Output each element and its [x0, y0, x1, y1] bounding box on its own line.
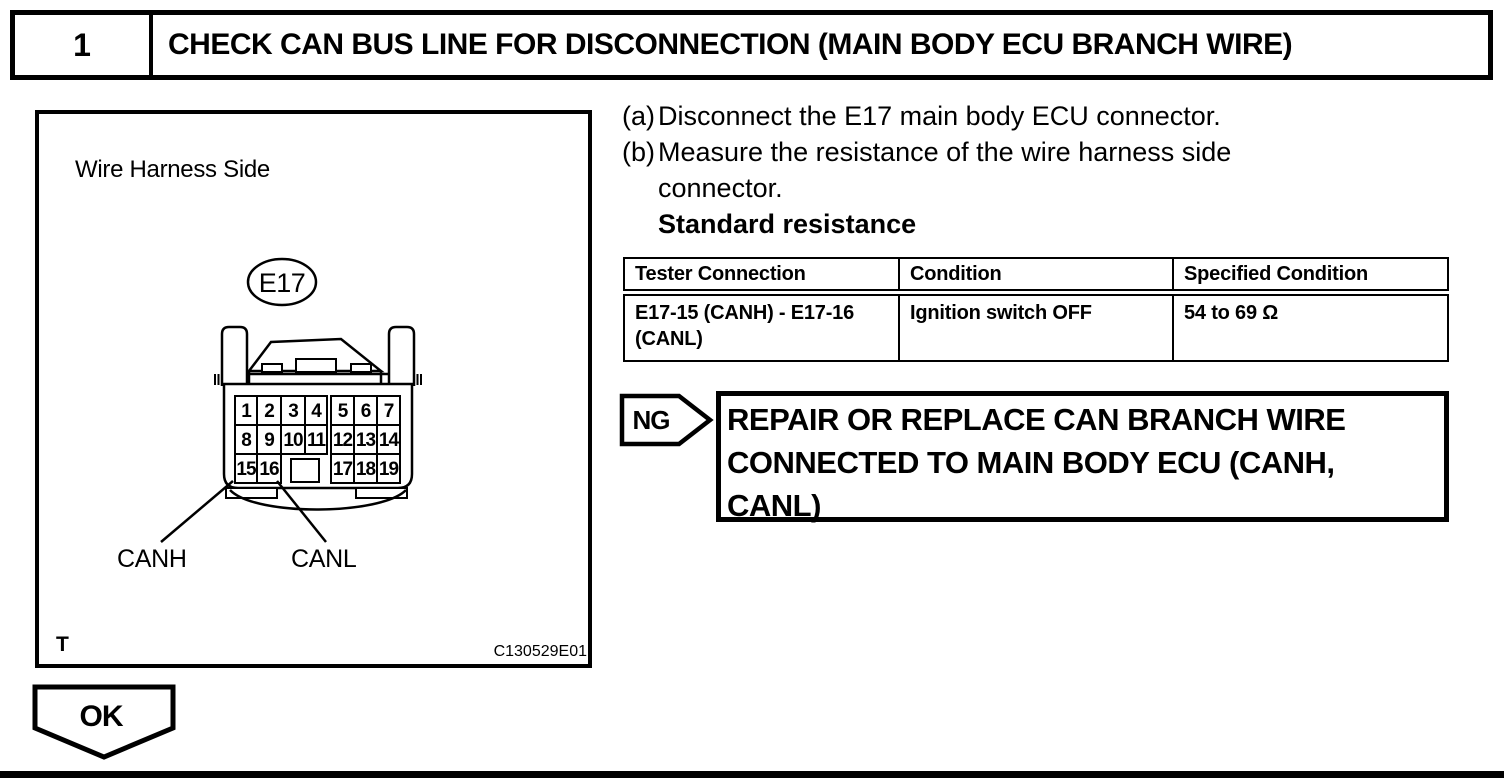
table-row: E17-15 (CANH) - E17-16 (CANL) Ignition s… [623, 291, 1449, 362]
standard-resistance-heading: Standard resistance [658, 209, 917, 239]
ng-result-box: REPAIR OR REPLACE CAN BRANCH WIRE CONNEC… [716, 391, 1449, 523]
ok-arrow-label: OK [80, 700, 124, 733]
ng-arrow-label: NG [633, 405, 670, 435]
pin-number: 10 [283, 430, 303, 451]
pin-number: 6 [361, 401, 371, 422]
pin-grid [234, 395, 401, 484]
table-header-condition: Condition [898, 257, 1174, 296]
figure-box: Wire Harness Side E17 [35, 110, 592, 668]
pin-number: 3 [288, 401, 298, 422]
page-divider-rule [0, 771, 1504, 778]
step-a-label: (a) [622, 101, 655, 131]
cell-tester-connection: E17-15 (CANH) - E17-16 (CANL) [623, 291, 900, 362]
canl-pointer-line [276, 480, 327, 543]
cell-condition: Ignition switch OFF [898, 291, 1174, 362]
pin-number: 17 [333, 459, 353, 480]
table-header-specified-condition: Specified Condition [1172, 257, 1449, 296]
pin-number: 18 [356, 459, 376, 480]
pin-number: 13 [356, 430, 376, 451]
connector-id-label: E17 [259, 268, 306, 298]
connector-lock-detail [350, 363, 372, 373]
pin-number: 14 [379, 430, 400, 451]
connector-ear-right [387, 325, 416, 386]
step-title: CHECK CAN BUS LINE FOR DISCONNECTION (MA… [168, 28, 1293, 61]
step-b-text: Measure the resistance of the wire harne… [658, 137, 1232, 203]
corner-mark: T [56, 633, 69, 656]
instruction-list: (a) Disconnect the E17 main body ECU con… [622, 98, 1462, 242]
table-header-tester-connection: Tester Connection [623, 257, 900, 296]
step-number: 1 [15, 15, 153, 75]
ng-arrow-shape [619, 393, 714, 447]
figure-caption: Wire Harness Side [75, 156, 270, 183]
pin-number: 11 [307, 430, 327, 451]
instruction-step-b: (b) Measure the resistance of the wire h… [622, 134, 1462, 206]
pin-number: 8 [241, 430, 251, 451]
step-header: 1 CHECK CAN BUS LINE FOR DISCONNECTION (… [10, 10, 1493, 80]
pin-number: 4 [311, 401, 322, 422]
pin-number: 5 [338, 401, 349, 422]
pin-number: 12 [333, 430, 353, 451]
pin-number: 16 [259, 459, 279, 480]
canl-label: CANL [291, 545, 357, 573]
pin-number: 2 [264, 401, 274, 422]
connector-lock-detail [295, 358, 337, 373]
connector-chin [229, 489, 407, 511]
ng-arrow: NG [619, 393, 714, 447]
pin-number: 1 [241, 401, 252, 422]
connector-ear-left [220, 325, 249, 386]
canh-pointer-line [160, 480, 234, 543]
table-header-row: Tester Connection Condition Specified Co… [623, 257, 1449, 296]
pin-number: 7 [384, 401, 394, 422]
canh-label: CANH [117, 545, 187, 573]
blank-cavity [290, 458, 320, 483]
connector-diagram-svg: E17 [56, 257, 588, 660]
resistance-table: Tester Connection Condition Specified Co… [623, 257, 1449, 362]
connector-ear-hatch [214, 374, 422, 385]
pin-number: 15 [236, 459, 257, 480]
connector-id-badge: E17 [246, 257, 318, 307]
connector-lock-detail [261, 363, 283, 373]
ok-arrow-shape [32, 684, 176, 760]
step-b-label: (b) [622, 137, 655, 167]
connector-bottom-tab [355, 487, 408, 499]
figure-code: C130529E01 [494, 643, 588, 660]
instruction-step-a: (a) Disconnect the E17 main body ECU con… [622, 98, 1462, 134]
connector-bottom-tab [225, 487, 278, 499]
pin-number: 9 [264, 430, 274, 451]
pin-numbers: 1 2 3 4 5 6 7 8 9 10 11 12 13 14 15 16 1… [236, 401, 400, 480]
cell-specified-condition: 54 to 69 Ω [1172, 291, 1449, 362]
step-a-text: Disconnect the E17 main body ECU connect… [658, 101, 1221, 131]
pin-number: 19 [379, 459, 399, 480]
ok-arrow: OK [32, 684, 176, 760]
